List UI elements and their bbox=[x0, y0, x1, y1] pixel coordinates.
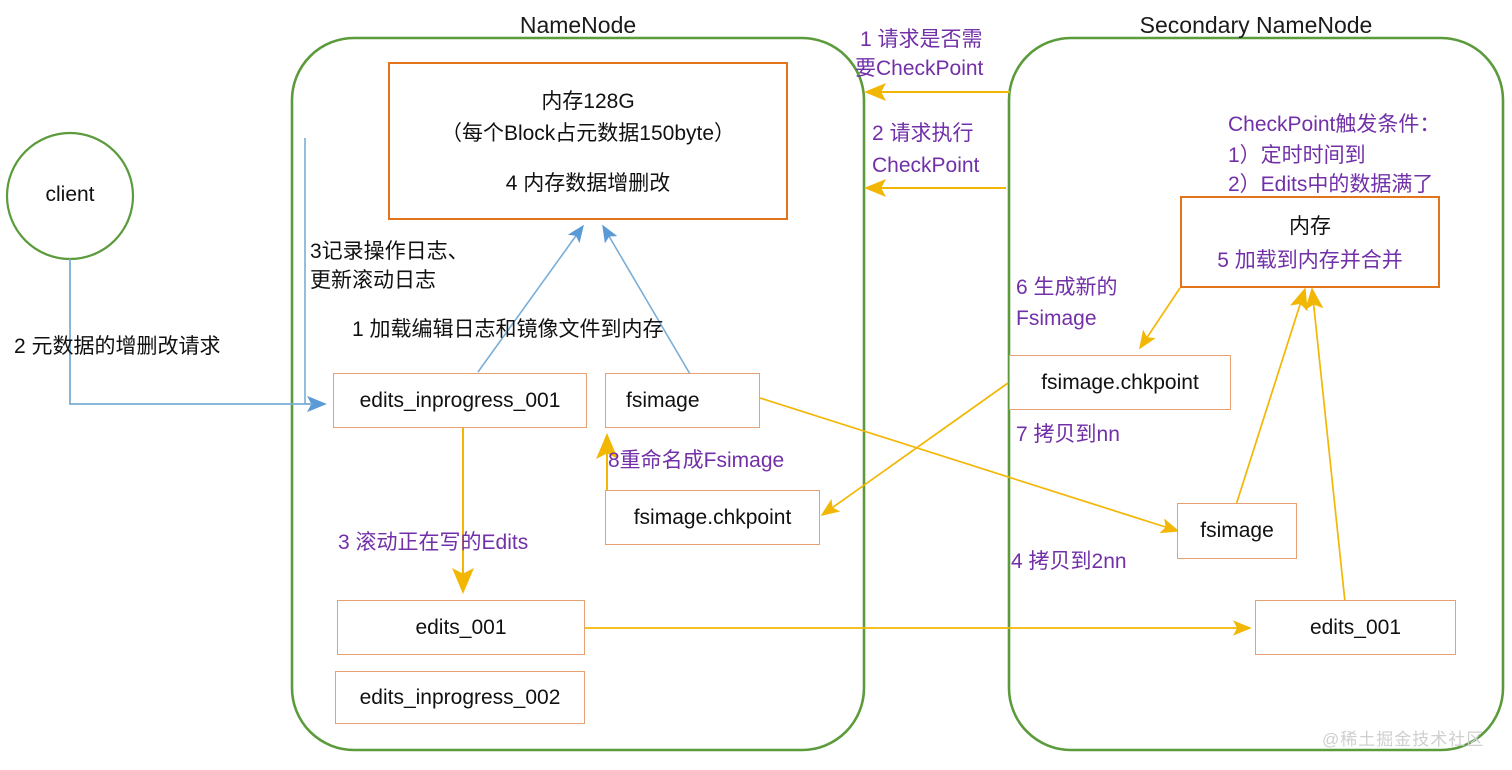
namenode-memory-box: 内存128G （每个Block占元数据150byte） 4 内存数据增删改 bbox=[388, 62, 788, 220]
snn-file-fsimage-chkpoint-label: fsimage.chkpoint bbox=[1041, 370, 1199, 394]
generate-new-fsimage-line1: 6 生成新的 bbox=[1016, 276, 1118, 299]
client-to-edits-arrow bbox=[69, 259, 327, 413]
generate-new-fsimage-line2: Fsimage bbox=[1016, 307, 1097, 330]
copy-to-2nn-label: 4 拷贝到2nn bbox=[1011, 550, 1127, 573]
nn-file-fsimage-chkpoint-label: fsimage.chkpoint bbox=[633, 505, 792, 529]
nn-file-fsimage-chkpoint: fsimage.chkpoint bbox=[605, 490, 820, 545]
secondary-memory-line2: 5 加载到内存并合并 bbox=[1217, 249, 1403, 272]
generate-new-fsimage-arrow bbox=[1139, 287, 1181, 350]
watermark: @稀土掘金技术社区 bbox=[1322, 730, 1485, 749]
load-to-memory-label: 1 加载编辑日志和镜像文件到内存 bbox=[352, 318, 664, 341]
step1-label-line1: 1 请求是否需 bbox=[860, 28, 983, 51]
step2-label-line2: CheckPoint bbox=[872, 154, 980, 177]
snn-file-edits-001: edits_001 bbox=[1255, 600, 1456, 655]
namenode-memory-line1: 内存128G bbox=[541, 90, 635, 113]
edits-to-2nn-memory-arrow bbox=[1304, 287, 1346, 603]
fsimage-to-memory-arrow bbox=[602, 224, 691, 375]
edits-to-memory-arrow bbox=[477, 224, 584, 373]
copy-to-nn-label: 7 拷贝到nn bbox=[1016, 423, 1120, 446]
namenode-memory-line3: 4 内存数据增删改 bbox=[505, 172, 671, 195]
log-record-line2: 更新滚动日志 bbox=[310, 269, 436, 292]
meta-request-label: 2 元数据的增删改请求 bbox=[14, 335, 221, 358]
nn-file-edits-inprogress-002: edits_inprogress_002 bbox=[335, 671, 585, 724]
snn-file-fsimage-label: fsimage bbox=[1200, 519, 1274, 542]
copy-fsimage-to-2nn-arrow bbox=[759, 397, 1180, 534]
nn-file-fsimage-label: fsimage bbox=[626, 388, 700, 412]
rename-fsimage-label: 8重命名成Fsimage bbox=[608, 449, 785, 472]
checkpoint-condition-2: 2）Edits中的数据满了 bbox=[1228, 173, 1434, 196]
roll-edits-label: 3 滚动正在写的Edits bbox=[338, 531, 529, 554]
secondary-memory-line1: 内存 bbox=[1289, 215, 1331, 238]
copy-chkpoint-to-nn-arrow bbox=[820, 382, 1009, 516]
namenode-memory-line2: （每个Block占元数据150byte） bbox=[440, 122, 736, 145]
fsimage-to-2nn-memory-arrow bbox=[1235, 287, 1308, 506]
nn-file-fsimage: fsimage bbox=[605, 373, 760, 428]
nn-file-edits-001: edits_001 bbox=[337, 600, 585, 655]
nn-file-edits-inprogress-001: edits_inprogress_001 bbox=[333, 373, 587, 428]
namenode-title: NameNode bbox=[519, 12, 637, 38]
step2-label-line1: 2 请求执行 bbox=[872, 122, 974, 145]
snn-file-fsimage: fsimage bbox=[1177, 503, 1297, 559]
client-label: client bbox=[45, 183, 95, 206]
snn-file-fsimage-chkpoint: fsimage.chkpoint bbox=[1009, 355, 1231, 410]
nn-file-edits-001-label: edits_001 bbox=[415, 615, 507, 639]
step1-label-line2: 要CheckPoint bbox=[855, 57, 984, 80]
checkpoint-condition-1: 1）定时时间到 bbox=[1228, 144, 1366, 167]
nn-file-edits-inprogress-002-label: edits_inprogress_002 bbox=[359, 685, 561, 709]
secondary-namenode-title: Secondary NameNode bbox=[1139, 12, 1373, 38]
log-record-line1: 3记录操作日志、 bbox=[310, 240, 469, 263]
checkpoint-conditions-title: CheckPoint触发条件： bbox=[1228, 113, 1441, 136]
nn-file-edits-inprogress-001-label: edits_inprogress_001 bbox=[359, 388, 561, 412]
snn-file-edits-001-label: edits_001 bbox=[1309, 615, 1402, 639]
secondary-memory-box: 内存 5 加载到内存并合并 bbox=[1180, 196, 1440, 288]
